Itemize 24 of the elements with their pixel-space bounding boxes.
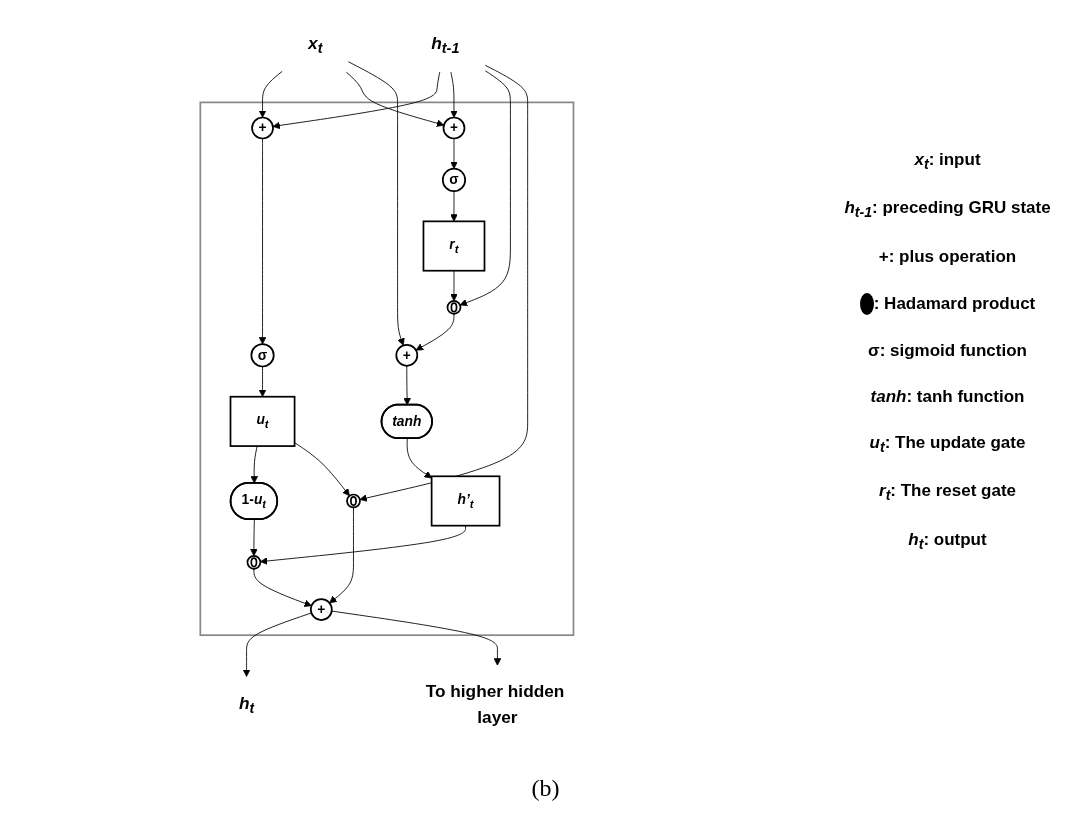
node-circle: + [442, 116, 466, 140]
node-box: u$_{t}$ [229, 395, 296, 447]
node-text: To higher hidden layer [425, 681, 565, 727]
legend-text: h$_{t-1}$: preceding GRU state [843, 198, 1052, 221]
node-text: h$_{t-1}$ [431, 33, 460, 57]
node-circle: + [309, 598, 333, 621]
legend-text: tanh: tanh function [869, 386, 1026, 407]
node-box: h’$_{t}$ [430, 475, 501, 527]
legend-text: +: plus operation [877, 246, 1018, 267]
legend-text: : Hadamard product [873, 293, 1036, 314]
node-text: x$_{t}$ [308, 33, 323, 57]
caption: (b) [531, 775, 560, 802]
legend-text: x$_{t}$: input [913, 150, 982, 173]
cluster [199, 101, 575, 637]
legend-text: σ: sigmoid function [867, 340, 1028, 361]
node-box: r$_{t}$ [422, 220, 486, 272]
node-text: h$_{t}$ [238, 693, 255, 717]
node-circle: + [251, 116, 274, 140]
legend-text: r$_{t}$: The reset gate [878, 481, 1017, 504]
legend-text: u$_{t}$: The update gate [868, 432, 1027, 456]
node-circle: σ [441, 167, 467, 192]
legend-text: h$_{t}$: output [907, 529, 988, 552]
node-circle: + [395, 343, 419, 367]
node-circle: σ [250, 343, 275, 368]
